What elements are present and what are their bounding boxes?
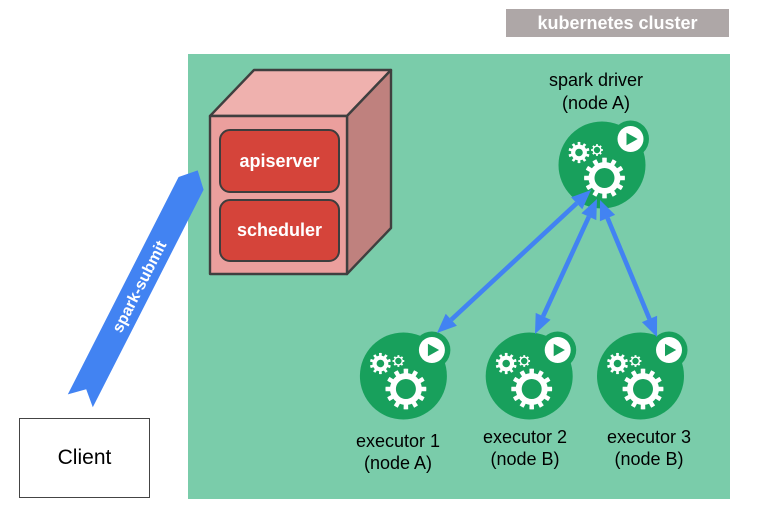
svg-text:spark-submit: spark-submit	[110, 238, 171, 336]
